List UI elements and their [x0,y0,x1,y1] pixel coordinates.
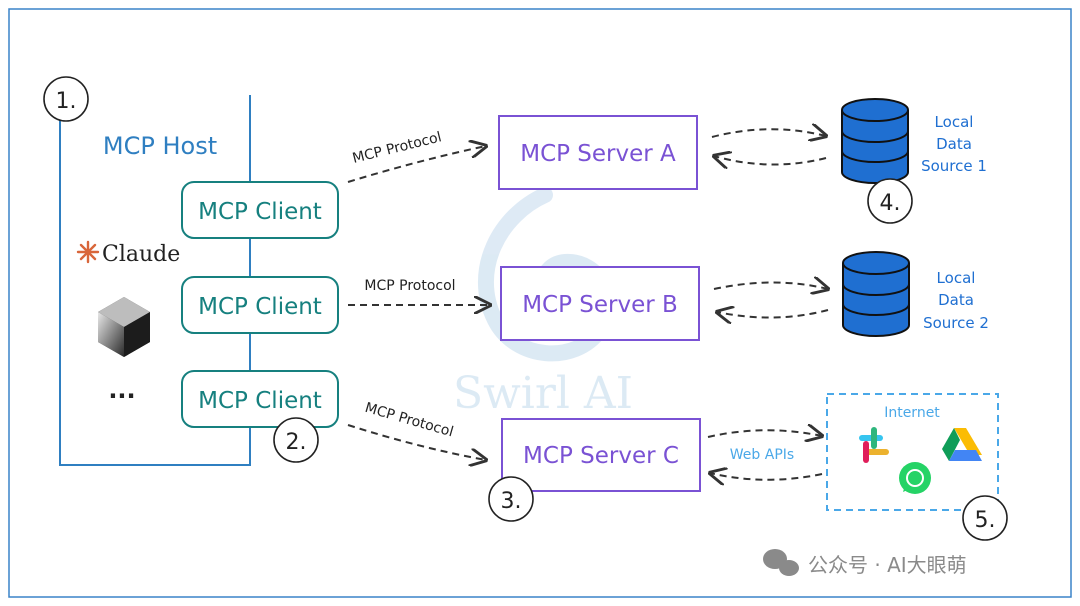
server-a-to-source-1-arrow [711,129,826,137]
mcp-client-3-label: MCP Client [198,388,322,414]
swirl-logo-icon [477,187,616,362]
internet-box [826,393,999,511]
server-b-to-source-2-arrow [713,283,828,290]
mcp-server-a-label: MCP Server A [520,141,676,167]
protocol-label-a: MCP Protocol [351,129,443,167]
claude-label: Claude [102,242,180,267]
step-badge-1 [43,76,89,122]
database-icon-1 [841,98,909,184]
claude-star-icon [76,240,100,264]
source-1-line2: Data [936,135,972,153]
mcp-server-c: MCP Server C [501,418,701,492]
mcp-client-1-label: MCP Client [198,199,322,225]
database-icon-2 [842,251,910,337]
mcp-client-1: MCP Client [181,181,339,239]
source-1-line3: Source 1 [921,157,987,175]
mcp-client-2-label: MCP Client [198,294,322,320]
claude-logo: Claude [76,240,180,267]
internet-to-server-c-arrow [710,473,823,480]
mcp-server-a: MCP Server A [498,115,698,190]
mcp-server-c-label: MCP Server C [523,443,679,469]
footer-credit: 公众号 · AI大眼萌 [763,549,967,577]
step-1-label: 1. [56,89,77,114]
step-2-label: 2. [286,430,307,455]
internet-title: Internet [884,405,940,421]
mcp-server-b: MCP Server B [500,266,700,341]
step-badge-2 [273,417,319,463]
whatsapp-icon [899,462,931,494]
step-badge-4 [867,178,913,224]
google-drive-icon [942,428,982,461]
step-badge-3 [488,476,534,522]
server-c-to-internet-arrow [707,430,822,437]
protocol-arrow-c [347,424,486,460]
mcp-host-title: MCP Host [103,132,217,160]
mcp-client-2: MCP Client [181,276,339,334]
footer-text: 公众号 · AI大眼萌 [808,553,967,577]
source-2-to-server-b-arrow [717,310,829,318]
slack-icon [859,427,889,463]
source-2-line2: Data [938,291,974,309]
step-badge-5 [962,495,1008,541]
source-2-line3: Source 2 [923,314,989,332]
cube-app-icon [98,297,150,357]
protocol-arrow-a [347,146,486,183]
web-apis-label: Web APIs [730,447,794,463]
mcp-server-b-label: MCP Server B [522,292,678,318]
wechat-icon [763,549,799,576]
source-1-line1: Local [935,113,974,131]
outer-frame [8,8,1072,598]
watermark-text: Swirl AI [453,368,633,419]
mcp-client-3: MCP Client [181,370,339,428]
source-2-line1: Local [937,269,976,287]
protocol-label-b: MCP Protocol [364,278,455,294]
step-3-label: 3. [501,489,522,514]
more-hosts-ellipsis: ... [108,376,135,404]
step-4-label: 4. [880,191,901,216]
watermark: Swirl AI [453,187,633,419]
source-1-to-server-a-arrow [714,156,827,165]
step-5-label: 5. [975,508,996,533]
